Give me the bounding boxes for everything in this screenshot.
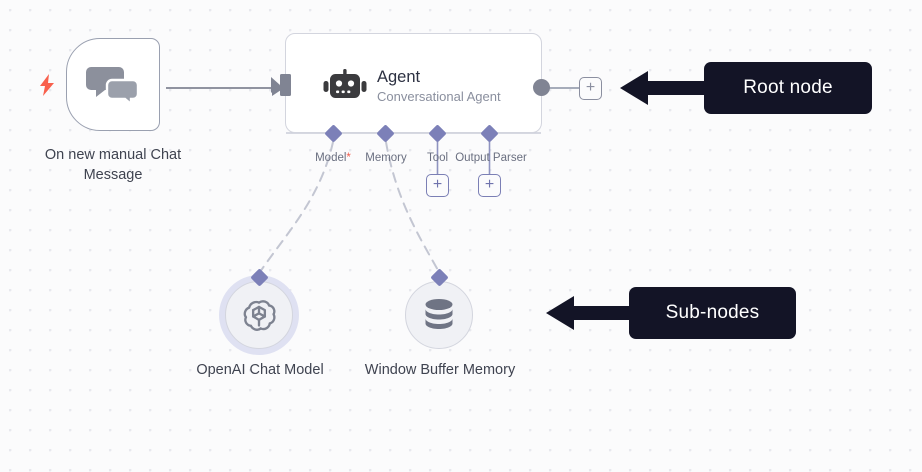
node-openai-chat-model[interactable] [225, 281, 293, 349]
agent-title: Agent [377, 68, 421, 86]
root-node-callout: Root node [704, 62, 872, 114]
robot-icon [323, 69, 367, 98]
lightning-bolt-icon [40, 74, 54, 96]
agent-output-port[interactable] [533, 79, 550, 96]
add-node-button-output-parser[interactable]: + [478, 174, 501, 197]
openai-logo-icon [243, 300, 276, 331]
database-icon [425, 299, 453, 329]
sub-nodes-arrow-icon [546, 296, 636, 330]
add-node-button-main[interactable]: + [579, 77, 602, 100]
sub-nodes-callout: Sub-nodes [629, 287, 796, 339]
port-label-tool: Tool [426, 152, 449, 164]
port-label-output-parser: Output Parser [455, 152, 527, 164]
node-on-new-manual-chat-message[interactable] [66, 38, 160, 131]
agent-input-arrow-icon [271, 77, 280, 93]
root-node-arrow-icon [620, 71, 710, 105]
node-label-openai-chat-model: OpenAI Chat Model [196, 362, 324, 378]
node-window-buffer-memory[interactable] [405, 281, 473, 349]
node-agent[interactable] [285, 33, 542, 133]
port-label-memory: Memory [365, 152, 407, 164]
node-label-trigger: On new manual Chat Message [44, 147, 182, 183]
port-label-model: Model* [315, 152, 351, 164]
add-node-button-tool[interactable]: + [426, 174, 449, 197]
node-label-window-buffer-memory: Window Buffer Memory [364, 362, 516, 378]
chat-bubbles-icon [86, 66, 140, 106]
required-indicator: * [346, 152, 351, 164]
agent-subtitle: Conversational Agent [377, 89, 501, 104]
agent-input-port[interactable] [280, 74, 291, 96]
